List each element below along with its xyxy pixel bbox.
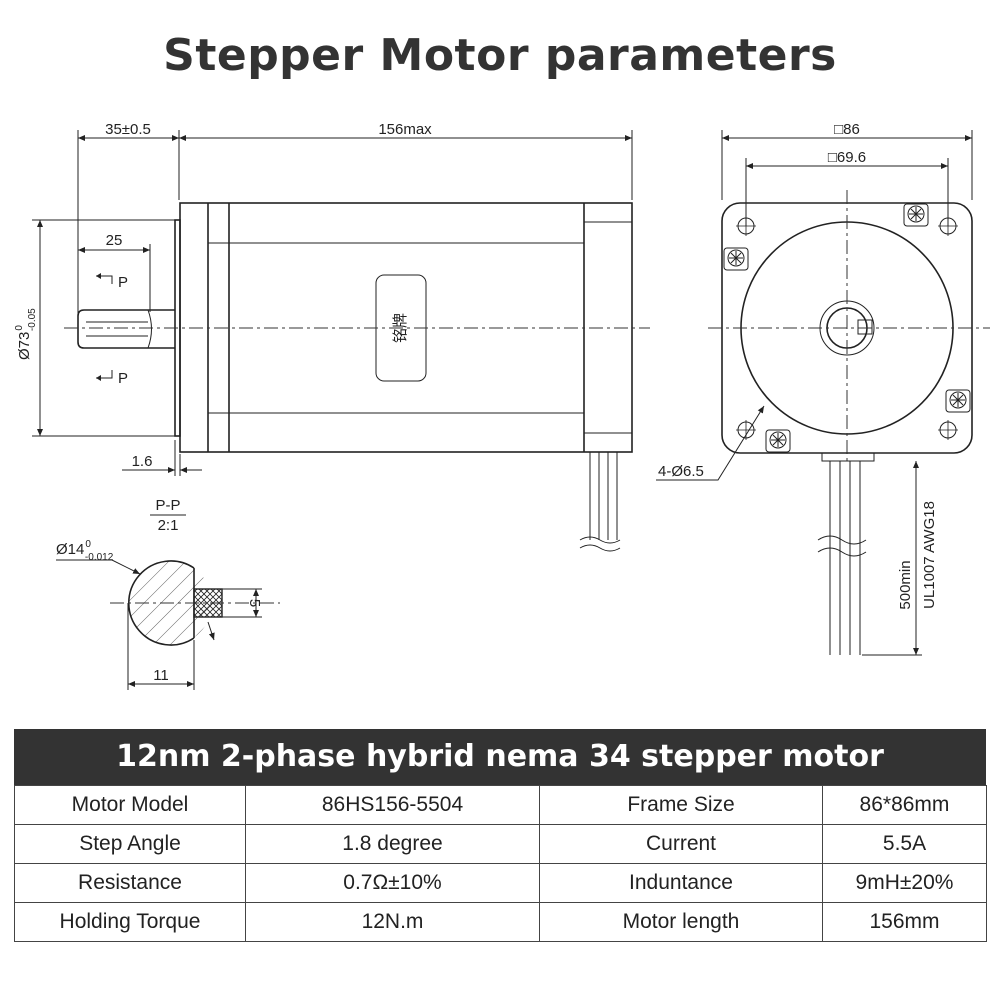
dim-flange-diameter: Ø730-0.05: [14, 308, 38, 360]
dim-flange-thickness: 1.6: [132, 453, 153, 470]
section-mark-top: P: [118, 274, 128, 291]
motor-drawing: 35±0.5 156max 25 P P Ø730-0.05: [14, 121, 990, 690]
spec-label: Motor length: [539, 902, 823, 942]
table-row: Holding Torque 12N.m Motor length 156mm: [14, 902, 987, 942]
spec-label: Motor Model: [14, 785, 246, 825]
spec-value: 86HS156-5504: [245, 785, 540, 825]
dim-shaft-length: 35±0.5: [105, 121, 151, 138]
section-scale: 2:1: [158, 517, 179, 534]
section-label: P-P: [155, 497, 180, 514]
side-view: 35±0.5 156max 25 P P Ø730-0.05: [14, 121, 650, 552]
dim-flat-width: 11: [153, 667, 169, 684]
spec-value: 1.8 degree: [245, 824, 540, 864]
spec-label: Induntance: [539, 863, 823, 903]
wire-spec: UL1007 AWG18: [921, 501, 938, 609]
dim-holes: 4-Ø6.5: [658, 463, 704, 480]
spec-label: Resistance: [14, 863, 246, 903]
spec-value: 0.7Ω±10%: [245, 863, 540, 903]
screw-icons: [723, 203, 971, 453]
dim-shaft-diameter: Ø140-0.012: [56, 539, 114, 563]
spec-value: 156mm: [822, 902, 987, 942]
spec-label: Frame Size: [539, 785, 823, 825]
spec-value: 5.5A: [822, 824, 987, 864]
section-mark-bottom: P: [118, 370, 128, 387]
section-view: P-P 2:1 Ø140-0.012 5 11: [56, 497, 280, 690]
dim-frame-size: □86: [834, 121, 860, 138]
table-row: Step Angle 1.8 degree Current 5.5A: [14, 824, 987, 864]
table-row: Motor Model 86HS156-5504 Frame Size 86*8…: [14, 785, 987, 825]
table-row: Resistance 0.7Ω±10% Induntance 9mH±20%: [14, 863, 987, 903]
spec-panel: 12nm 2-phase hybrid nema 34 stepper moto…: [14, 729, 987, 942]
spec-label: Current: [539, 824, 823, 864]
dim-body-length: 156max: [378, 121, 432, 138]
dim-lead-length: 500min: [897, 560, 914, 609]
page-title: Stepper Motor parameters: [163, 30, 837, 81]
spec-value: 9mH±20%: [822, 863, 987, 903]
front-view: □86 □69.6: [656, 121, 990, 656]
spec-value: 12N.m: [245, 902, 540, 942]
spec-value: 86*86mm: [822, 785, 987, 825]
spec-label: Step Angle: [14, 824, 246, 864]
spec-table: Motor Model 86HS156-5504 Frame Size 86*8…: [14, 785, 987, 942]
dim-key-length: 25: [106, 232, 123, 249]
spec-label: Holding Torque: [14, 902, 246, 942]
dim-hole-spacing: □69.6: [828, 149, 866, 166]
spec-heading: 12nm 2-phase hybrid nema 34 stepper moto…: [14, 729, 986, 785]
